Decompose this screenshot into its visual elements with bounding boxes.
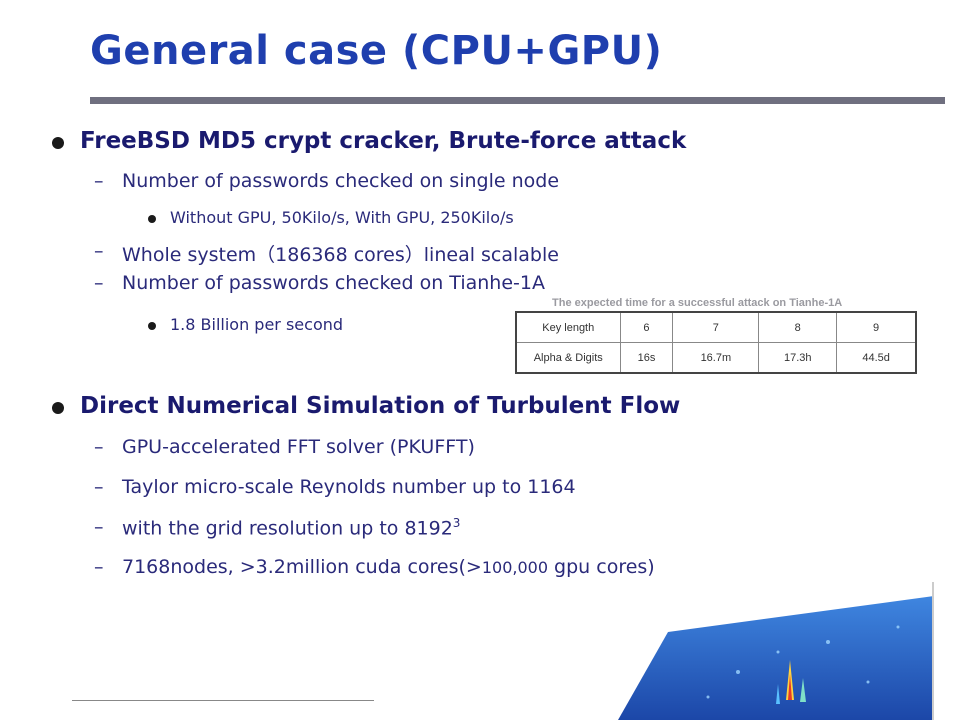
bullet-icon <box>52 402 64 414</box>
bullet-icon <box>148 322 156 330</box>
table-row: Alpha & Digits 16s 16.7m 17.3h 44.5d <box>515 342 917 374</box>
dash-icon: – <box>94 436 104 458</box>
section1-item-2: – Whole system（186368 cores）lineal scala… <box>94 240 559 266</box>
table-cell: 16s <box>619 342 674 374</box>
turbulence-surface-image <box>618 582 934 720</box>
section2-item-3: – with the grid resolution up to 81923 <box>94 516 461 540</box>
attack-time-table: Key length 6 7 8 9 Alpha & Digits 16s 16… <box>515 311 917 374</box>
section2-heading: Direct Numerical Simulation of Turbulent… <box>52 393 680 419</box>
section1-item-3: – Number of passwords checked on Tianhe-… <box>94 272 545 294</box>
section1-subitem-2: 1.8 Billion per second <box>148 315 343 334</box>
title-underline <box>90 97 945 104</box>
table-cell: 8 <box>758 311 838 343</box>
page-title: General case (CPU+GPU) <box>90 28 663 74</box>
footer-rule <box>72 700 374 701</box>
table-cell: Alpha & Digits <box>515 342 621 374</box>
table-row: Key length 6 7 8 9 <box>515 311 917 343</box>
section1-heading: FreeBSD MD5 crypt cracker, Brute-force a… <box>52 128 686 154</box>
dash-icon: – <box>94 556 104 578</box>
table-cell: Key length <box>515 311 621 343</box>
section2-item-1: – GPU-accelerated FFT solver (PKUFFT) <box>94 436 475 458</box>
section2-item-4: – 7168nodes, >3.2million cuda cores(>100… <box>94 556 655 578</box>
table-cell: 9 <box>836 311 917 343</box>
table-cell: 7 <box>672 311 760 343</box>
table-cell: 6 <box>619 311 674 343</box>
bullet-icon <box>52 137 64 149</box>
dash-icon: – <box>94 516 104 538</box>
dash-icon: – <box>94 240 104 262</box>
dash-icon: – <box>94 476 104 498</box>
section2-item-2: – Taylor micro-scale Reynolds number up … <box>94 476 576 498</box>
table-cell: 44.5d <box>836 342 917 374</box>
section1-subitem-1: Without GPU, 50Kilo/s, With GPU, 250Kilo… <box>148 208 514 227</box>
dash-icon: – <box>94 272 104 294</box>
dash-icon: – <box>94 170 104 192</box>
bullet-icon <box>148 215 156 223</box>
superscript: 3 <box>452 516 461 530</box>
table-cell: 17.3h <box>758 342 838 374</box>
table-cell: 16.7m <box>672 342 760 374</box>
section1-item-1: – Number of passwords checked on single … <box>94 170 560 192</box>
table-caption: The expected time for a successful attac… <box>552 297 843 309</box>
